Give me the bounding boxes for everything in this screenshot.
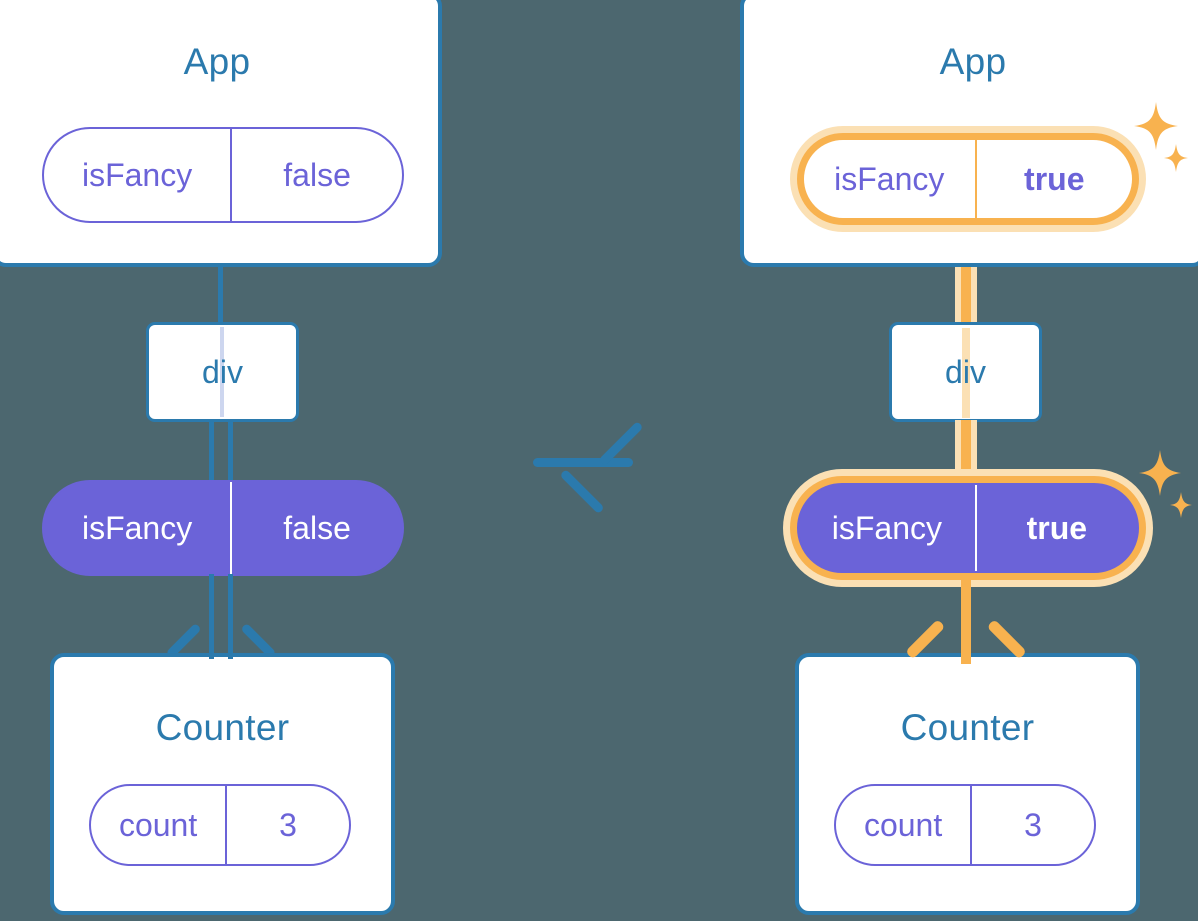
counter-title-left: Counter xyxy=(155,707,290,748)
connector-prop-to-counter-right xyxy=(961,574,971,664)
connector-div-to-prop-right xyxy=(961,420,971,490)
app-state-name-right: isFancy xyxy=(834,160,945,197)
counter-state-pill-left: count 3 xyxy=(89,784,351,866)
counter-state-value-left: 3 xyxy=(225,786,349,864)
connector-div-to-prop-left-a xyxy=(209,420,214,490)
prop-value-left: false xyxy=(230,482,402,574)
prop-name-left: isFancy xyxy=(81,509,193,546)
app-state-value-right: true xyxy=(974,140,1132,218)
div-passthrough-line-right xyxy=(962,328,970,418)
sparkle-icon-prop-right xyxy=(1134,448,1196,528)
app-title-left: App xyxy=(183,41,251,82)
app-state-pill-left: isFancy false xyxy=(42,127,404,223)
app-state-name-left: isFancy xyxy=(81,156,193,193)
connector-prop-to-counter-left-a xyxy=(209,574,214,659)
connector-app-to-div-left xyxy=(218,218,223,328)
counter-state-name-left: count xyxy=(118,806,198,843)
prop-name-right: isFancy xyxy=(831,509,942,546)
sparkle-icon-app-right xyxy=(1126,100,1190,180)
div-label-left: div xyxy=(202,353,243,390)
prop-pill-right: isFancy true xyxy=(797,483,1139,573)
app-state-value-left: false xyxy=(230,129,402,221)
app-title-right: App xyxy=(939,41,1007,82)
arrow-head-left xyxy=(165,622,277,672)
div-passthrough-line-left xyxy=(220,327,224,417)
transition-arrow-icon xyxy=(533,420,644,515)
connector-app-to-div-right xyxy=(961,218,971,333)
prop-pill-left: isFancy false xyxy=(42,480,404,576)
counter-state-name-right: count xyxy=(863,806,943,843)
counter-state-pill-right: count 3 xyxy=(834,784,1096,866)
counter-state-value-right: 3 xyxy=(970,786,1094,864)
connector-prop-to-counter-left-b xyxy=(228,574,233,659)
div-label-right: div xyxy=(945,353,986,390)
counter-title-right: Counter xyxy=(900,707,1035,748)
app-state-pill-right: isFancy true xyxy=(797,133,1139,225)
connector-div-to-prop-left-b xyxy=(228,420,233,490)
arrow-head-right xyxy=(905,619,1027,671)
prop-value-right: true xyxy=(974,485,1137,571)
